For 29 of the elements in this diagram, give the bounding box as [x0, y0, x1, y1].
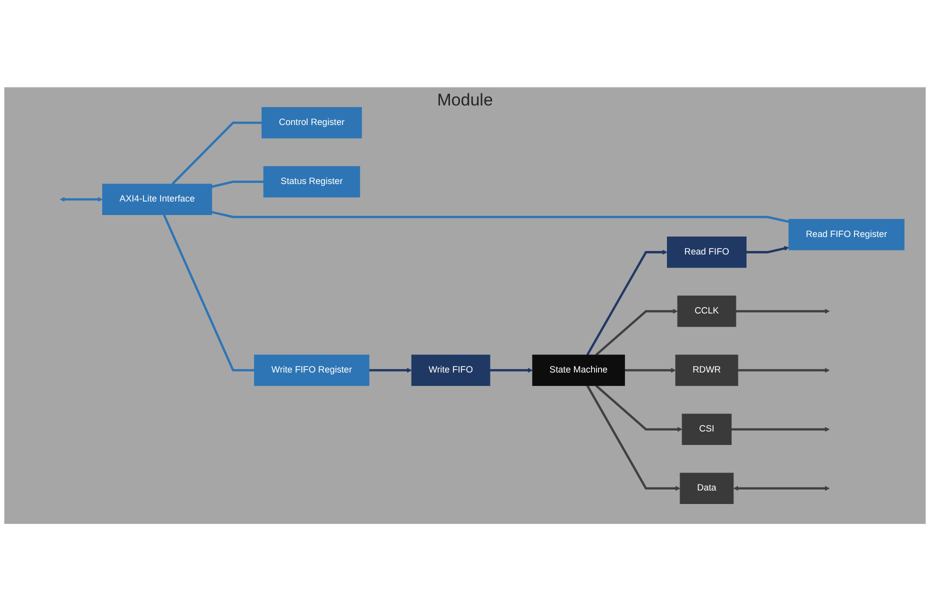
connector — [162, 214, 254, 372]
connector — [212, 180, 264, 188]
node-box: RDWR — [675, 354, 738, 386]
arrow — [738, 368, 830, 373]
arrow — [733, 486, 830, 491]
arrow — [736, 308, 830, 314]
arrow — [746, 246, 790, 254]
arrow — [595, 308, 678, 356]
connector — [212, 210, 790, 223]
node-box: Status Register — [263, 166, 360, 198]
connector — [172, 122, 262, 185]
node-box: AXI4-Lite Interface — [102, 184, 212, 215]
node-box: Read FIFO — [666, 236, 747, 268]
arrow — [490, 368, 533, 373]
node-box: Write FIFO Register — [254, 354, 370, 386]
arrow — [60, 196, 103, 202]
arrow — [586, 385, 680, 491]
node-box: Read FIFO Register — [788, 218, 904, 250]
node-box: Data — [680, 472, 734, 504]
node-box: CCLK — [677, 296, 736, 327]
node-box: CSI — [682, 414, 732, 445]
arrow — [624, 368, 676, 373]
arrow — [731, 426, 830, 432]
node-box: Control Register — [262, 107, 362, 138]
node-box: State Machine — [532, 354, 625, 386]
arrow — [595, 384, 682, 432]
arrow — [586, 250, 668, 356]
arrow — [369, 368, 412, 373]
node-box: Write FIFO — [411, 354, 490, 386]
